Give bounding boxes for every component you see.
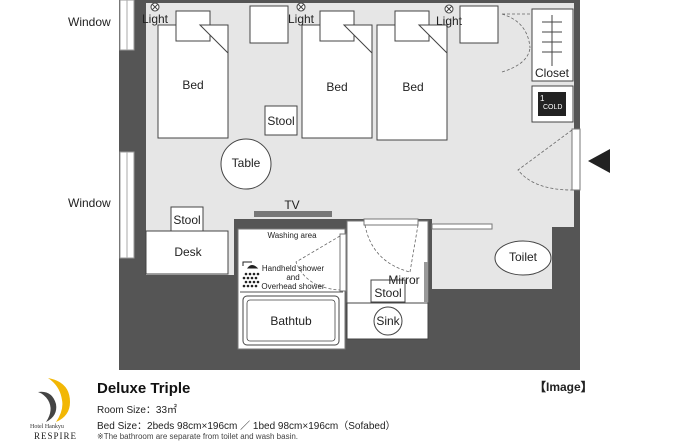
round-table [220,138,272,190]
sink [373,306,403,336]
tv-label: TV [284,198,300,212]
hotel-logo-icon [38,378,70,422]
stool-2 [170,206,204,233]
bathtub [242,295,340,346]
brand-line-1: Hotel Hankyu [30,424,64,430]
image-tag: 【Image】 [534,380,593,394]
entrance-arrow-icon [588,149,610,173]
night-table-1 [249,5,289,44]
entrance-door [571,128,581,191]
entrance-door-swing [517,129,573,191]
toilet-label: Toilet [508,250,538,264]
washing-area-label: Washing area [267,231,317,240]
light-icon [150,2,160,12]
bathtub-label: Bathtub [270,314,312,328]
bathroom-door [339,233,347,292]
night-table-2 [459,5,499,44]
light-label: Light [435,14,463,28]
desk-label: Desk [174,245,202,259]
closet [531,8,574,82]
bed-label: Bed [402,80,424,94]
closet-label: Closet [534,66,570,80]
shower-and-label: and [286,273,300,282]
shower-label: Handheld shower [261,264,325,273]
fridge-label: COLD [543,104,563,111]
stool-1 [264,105,298,136]
toilet-door [431,223,493,230]
tv [254,211,332,217]
table-label: Table [231,156,261,170]
bed-1 [157,10,229,139]
light-label: Light [141,12,169,26]
bed-size: Bed Size：2beds 98cm×196cm ／ 1bed 98cm×19… [97,421,396,432]
shower-label: Overhead shower [261,282,325,291]
brand-line-2: RESPIRE [34,431,78,441]
bed-3 [376,10,448,141]
window-label: Window [68,15,111,29]
desk [145,230,229,275]
bed-2 [301,10,373,139]
stool-3 [370,279,406,303]
room-size: Room Size：33㎡ [97,405,178,416]
stool-label: Stool [267,114,295,128]
washroom-door-swing [364,224,419,273]
fridge-number: 1 [540,94,545,103]
bed-label: Bed [326,80,348,94]
light-icon [444,4,454,14]
corridor-floor [432,219,574,227]
toilet [494,240,552,276]
washroom-door [363,218,419,226]
room-title: Deluxe Triple [97,380,191,397]
stool-label: Stool [374,286,402,300]
mirror [424,262,428,302]
stool-label: Stool [173,213,201,227]
sink-label: Sink [376,314,400,328]
bed-label: Bed [182,78,204,92]
light-icon [296,2,306,12]
closet-door-swing [501,47,531,73]
mirror-label: Mirror [388,273,420,287]
bathroom-door-swing [295,235,341,291]
window-label: Window [68,196,111,210]
shower-icon [242,261,260,288]
light-label: Light [287,12,315,26]
